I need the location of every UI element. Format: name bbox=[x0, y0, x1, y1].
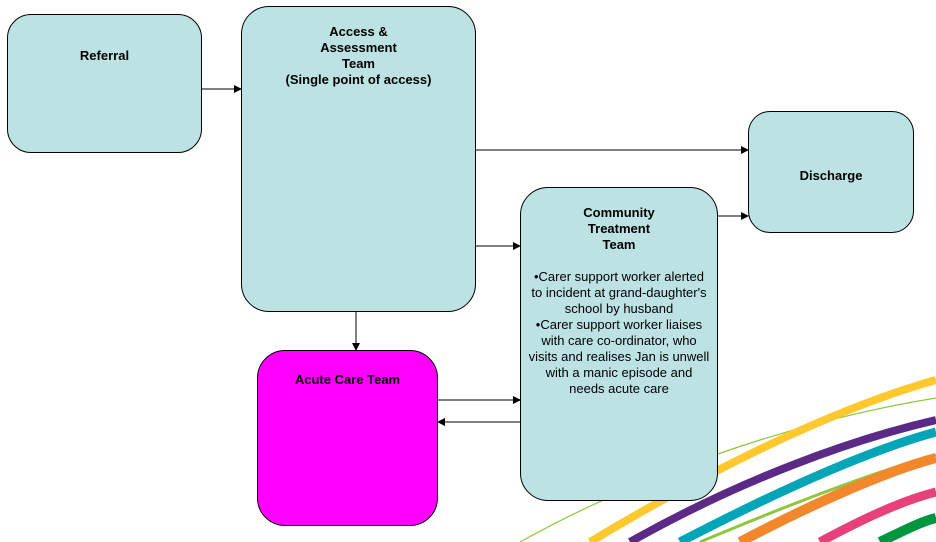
community-treatment-box: Community Treatment Team •Carer support … bbox=[520, 187, 718, 501]
note-bullet-1: •Carer support worker alerted to inciden… bbox=[531, 269, 707, 316]
referral-box: Referral bbox=[7, 14, 202, 153]
ribbon-orange bbox=[737, 453, 936, 542]
ribbon-teal bbox=[677, 427, 936, 542]
ribbon-lime bbox=[519, 397, 936, 542]
acute-care-title: Acute Care Team bbox=[294, 372, 401, 387]
ribbon-yellow bbox=[587, 376, 936, 542]
discharge-box: Discharge bbox=[748, 111, 914, 233]
ribbon-pink bbox=[817, 487, 936, 542]
discharge-title: Discharge bbox=[799, 168, 863, 183]
acute-care-box: Acute Care Team bbox=[257, 350, 438, 526]
ribbon-green bbox=[877, 513, 936, 542]
community-treatment-notes: •Carer support worker alerted to inciden… bbox=[527, 269, 711, 397]
note-bullet-2: •Carer support worker liaises with care … bbox=[528, 317, 710, 396]
referral-title: Referral bbox=[79, 48, 130, 63]
ribbon-purple bbox=[628, 416, 936, 542]
access-assessment-title: Access & Assessment Team (Single point o… bbox=[285, 24, 432, 87]
access-assessment-box: Access & Assessment Team (Single point o… bbox=[241, 6, 476, 312]
community-treatment-title: Community Treatment Team bbox=[583, 205, 655, 252]
